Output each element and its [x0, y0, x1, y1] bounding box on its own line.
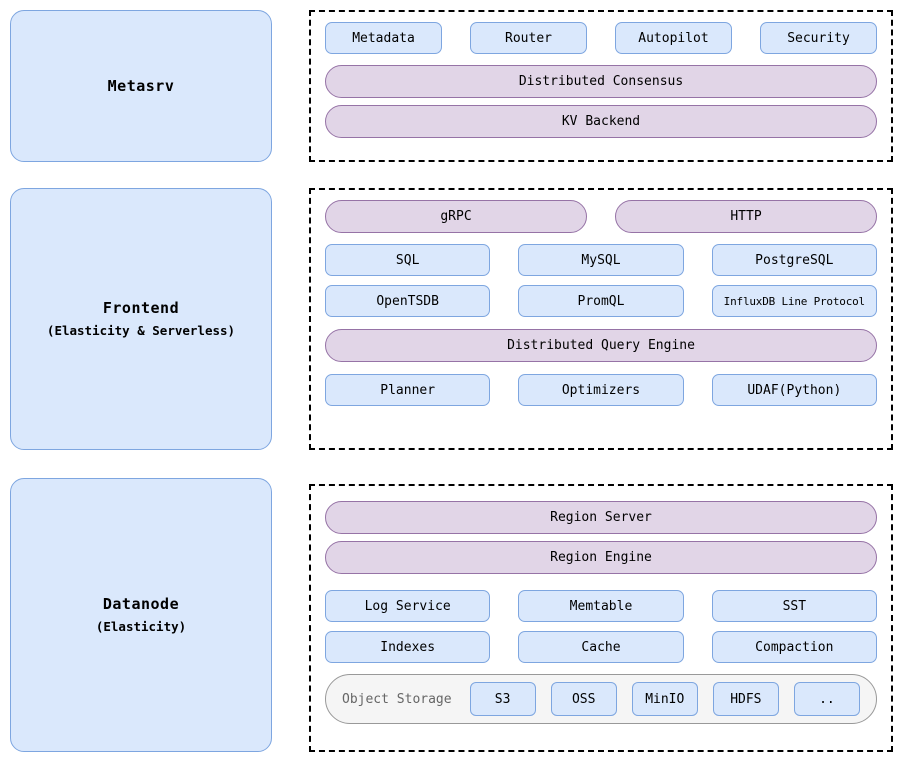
chip-indexes[interactable]: Indexes — [325, 631, 491, 663]
chip-log-service[interactable]: Log Service — [325, 590, 491, 622]
chip-sql[interactable]: SQL — [325, 244, 491, 276]
role-title: Frontend — [102, 299, 180, 318]
chip-router[interactable]: Router — [470, 22, 587, 54]
role-subtitle: (Elasticity) — [95, 618, 187, 634]
chip-oss[interactable]: OSS — [550, 682, 617, 716]
chip-compaction[interactable]: Compaction — [711, 631, 877, 663]
datanode-storage-components-row: Log Service Memtable SST — [325, 590, 877, 622]
chip-optimizers[interactable]: Optimizers — [518, 374, 684, 406]
spacer — [684, 590, 712, 622]
role-title: Metasrv — [107, 76, 175, 95]
chip-mysql[interactable]: MySQL — [518, 244, 684, 276]
pill-kv-backend[interactable]: KV Backend — [325, 105, 877, 138]
spacer — [442, 22, 470, 54]
chip-security[interactable]: Security — [760, 22, 877, 54]
spacer — [587, 200, 615, 233]
chip-cache[interactable]: Cache — [518, 631, 684, 663]
pill-region-engine[interactable]: Region Engine — [325, 541, 877, 574]
chip-udaf-python[interactable]: UDAF(Python) — [711, 374, 877, 406]
chip-minio[interactable]: MinIO — [631, 682, 698, 716]
chip-more[interactable]: .. — [793, 682, 860, 716]
role-subtitle: (Elasticity & Serverless) — [46, 322, 236, 338]
group-frontend: gRPC HTTP SQL MySQL PostgreSQL OpenTSDB … — [309, 188, 893, 450]
spacer — [684, 285, 712, 317]
metasrv-components-row: Metadata Router Autopilot Security — [325, 22, 877, 54]
chip-hdfs[interactable]: HDFS — [712, 682, 779, 716]
role-panel-frontend: Frontend (Elasticity & Serverless) — [10, 188, 272, 450]
role-title: Datanode — [102, 595, 180, 614]
metasrv-consensus-row: Distributed Consensus — [325, 65, 877, 98]
object-storage-backends: S3 OSS MinIO HDFS .. — [469, 682, 860, 716]
spacer — [587, 22, 615, 54]
chip-planner[interactable]: Planner — [325, 374, 491, 406]
role-panel-metasrv: Metasrv — [10, 10, 272, 162]
group-metasrv: Metadata Router Autopilot Security Distr… — [309, 10, 893, 162]
frontend-protocols-row: OpenTSDB PromQL InfluxDB Line Protocol — [325, 285, 877, 317]
pill-distributed-consensus[interactable]: Distributed Consensus — [325, 65, 877, 98]
group-datanode: Region Server Region Engine Log Service … — [309, 484, 893, 752]
spacer — [732, 22, 760, 54]
frontend-engine-parts-row: Planner Optimizers UDAF(Python) — [325, 374, 877, 406]
chip-opentsdb[interactable]: OpenTSDB — [325, 285, 491, 317]
datanode-region-server-row: Region Server — [325, 501, 877, 534]
chip-sst[interactable]: SST — [711, 590, 877, 622]
frontend-query-langs-row: SQL MySQL PostgreSQL — [325, 244, 877, 276]
chip-postgresql[interactable]: PostgreSQL — [711, 244, 877, 276]
datanode-object-storage-row: Object Storage S3 OSS MinIO HDFS .. — [325, 674, 877, 724]
datanode-region-engine-row: Region Engine — [325, 541, 877, 574]
pill-distributed-query-engine[interactable]: Distributed Query Engine — [325, 329, 877, 362]
chip-s3[interactable]: S3 — [469, 682, 536, 716]
chip-promql[interactable]: PromQL — [518, 285, 684, 317]
spacer — [684, 374, 712, 406]
spacer — [490, 631, 518, 663]
spacer — [490, 244, 518, 276]
spacer — [684, 244, 712, 276]
chip-influxdb-line-protocol[interactable]: InfluxDB Line Protocol — [711, 285, 877, 317]
spacer — [490, 285, 518, 317]
spacer — [490, 374, 518, 406]
pill-grpc[interactable]: gRPC — [325, 200, 587, 233]
role-panel-datanode: Datanode (Elasticity) — [10, 478, 272, 752]
datanode-index-components-row: Indexes Cache Compaction — [325, 631, 877, 663]
chip-memtable[interactable]: Memtable — [518, 590, 684, 622]
chip-metadata[interactable]: Metadata — [325, 22, 442, 54]
metasrv-kv-row: KV Backend — [325, 105, 877, 138]
spacer — [684, 631, 712, 663]
frontend-query-engine-row: Distributed Query Engine — [325, 329, 877, 362]
spacer — [490, 590, 518, 622]
pill-http[interactable]: HTTP — [615, 200, 877, 233]
object-storage-label: Object Storage — [342, 691, 452, 707]
chip-autopilot[interactable]: Autopilot — [615, 22, 732, 54]
pill-region-server[interactable]: Region Server — [325, 501, 877, 534]
object-storage-container: Object Storage S3 OSS MinIO HDFS .. — [325, 674, 877, 724]
frontend-protocol-row: gRPC HTTP — [325, 200, 877, 233]
